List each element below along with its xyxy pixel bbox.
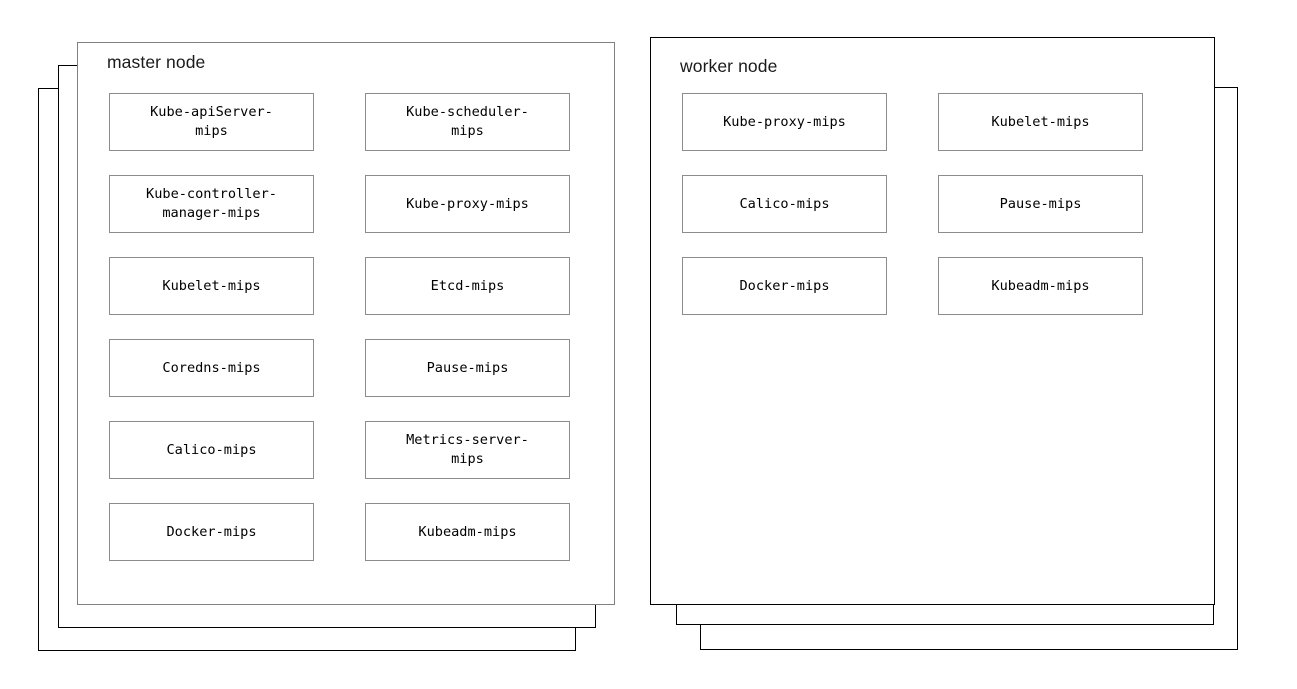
component-label: Kubeadm-mips: [418, 523, 517, 540]
master-node-component-grid: Kube-apiServer- mips Kube-scheduler- mip…: [109, 93, 570, 561]
component-box-kube-proxy-mips[interactable]: Kube-proxy-mips: [682, 93, 887, 151]
component-label: Docker-mips: [739, 277, 830, 294]
component-box-kube-controller-manager-mips[interactable]: Kube-controller- manager-mips: [109, 175, 314, 233]
component-label: Etcd-mips: [430, 277, 505, 294]
component-box-kube-scheduler-mips[interactable]: Kube-scheduler- mips: [365, 93, 570, 151]
component-label: Pause-mips: [426, 359, 509, 376]
component-box-coredns-mips[interactable]: Coredns-mips: [109, 339, 314, 397]
component-label: Pause-mips: [999, 195, 1082, 212]
component-box-pause-mips[interactable]: Pause-mips: [365, 339, 570, 397]
component-label: Calico-mips: [166, 441, 257, 458]
component-label: Kube-scheduler- mips: [406, 104, 529, 139]
component-box-kubeadm-mips[interactable]: Kubeadm-mips: [938, 257, 1143, 315]
component-label: Kubeadm-mips: [991, 277, 1090, 294]
component-label: Kube-controller- manager-mips: [146, 186, 277, 221]
worker-node-component-grid: Kube-proxy-mips Kubelet-mips Calico-mips…: [682, 93, 1143, 315]
component-box-etcd-mips[interactable]: Etcd-mips: [365, 257, 570, 315]
component-box-calico-mips[interactable]: Calico-mips: [682, 175, 887, 233]
component-label: Docker-mips: [166, 523, 257, 540]
component-label: Kubelet-mips: [991, 113, 1090, 130]
component-label: Kube-apiServer- mips: [150, 104, 273, 139]
component-box-kubelet-mips[interactable]: Kubelet-mips: [109, 257, 314, 315]
component-box-docker-mips[interactable]: Docker-mips: [109, 503, 314, 561]
component-box-kubeadm-mips[interactable]: Kubeadm-mips: [365, 503, 570, 561]
component-box-kube-apiserver-mips[interactable]: Kube-apiServer- mips: [109, 93, 314, 151]
component-box-metrics-server-mips[interactable]: Metrics-server- mips: [365, 421, 570, 479]
component-label: Kube-proxy-mips: [723, 113, 846, 130]
component-label: Metrics-server- mips: [406, 432, 529, 467]
component-box-kube-proxy-mips[interactable]: Kube-proxy-mips: [365, 175, 570, 233]
component-label: Kube-proxy-mips: [406, 195, 529, 212]
worker-node-title: worker node: [680, 56, 778, 76]
component-box-kubelet-mips[interactable]: Kubelet-mips: [938, 93, 1143, 151]
component-label: Calico-mips: [739, 195, 830, 212]
component-label: Kubelet-mips: [162, 277, 261, 294]
component-box-calico-mips[interactable]: Calico-mips: [109, 421, 314, 479]
master-node-title: master node: [107, 52, 206, 72]
component-box-pause-mips[interactable]: Pause-mips: [938, 175, 1143, 233]
component-box-docker-mips[interactable]: Docker-mips: [682, 257, 887, 315]
component-label: Coredns-mips: [162, 359, 261, 376]
